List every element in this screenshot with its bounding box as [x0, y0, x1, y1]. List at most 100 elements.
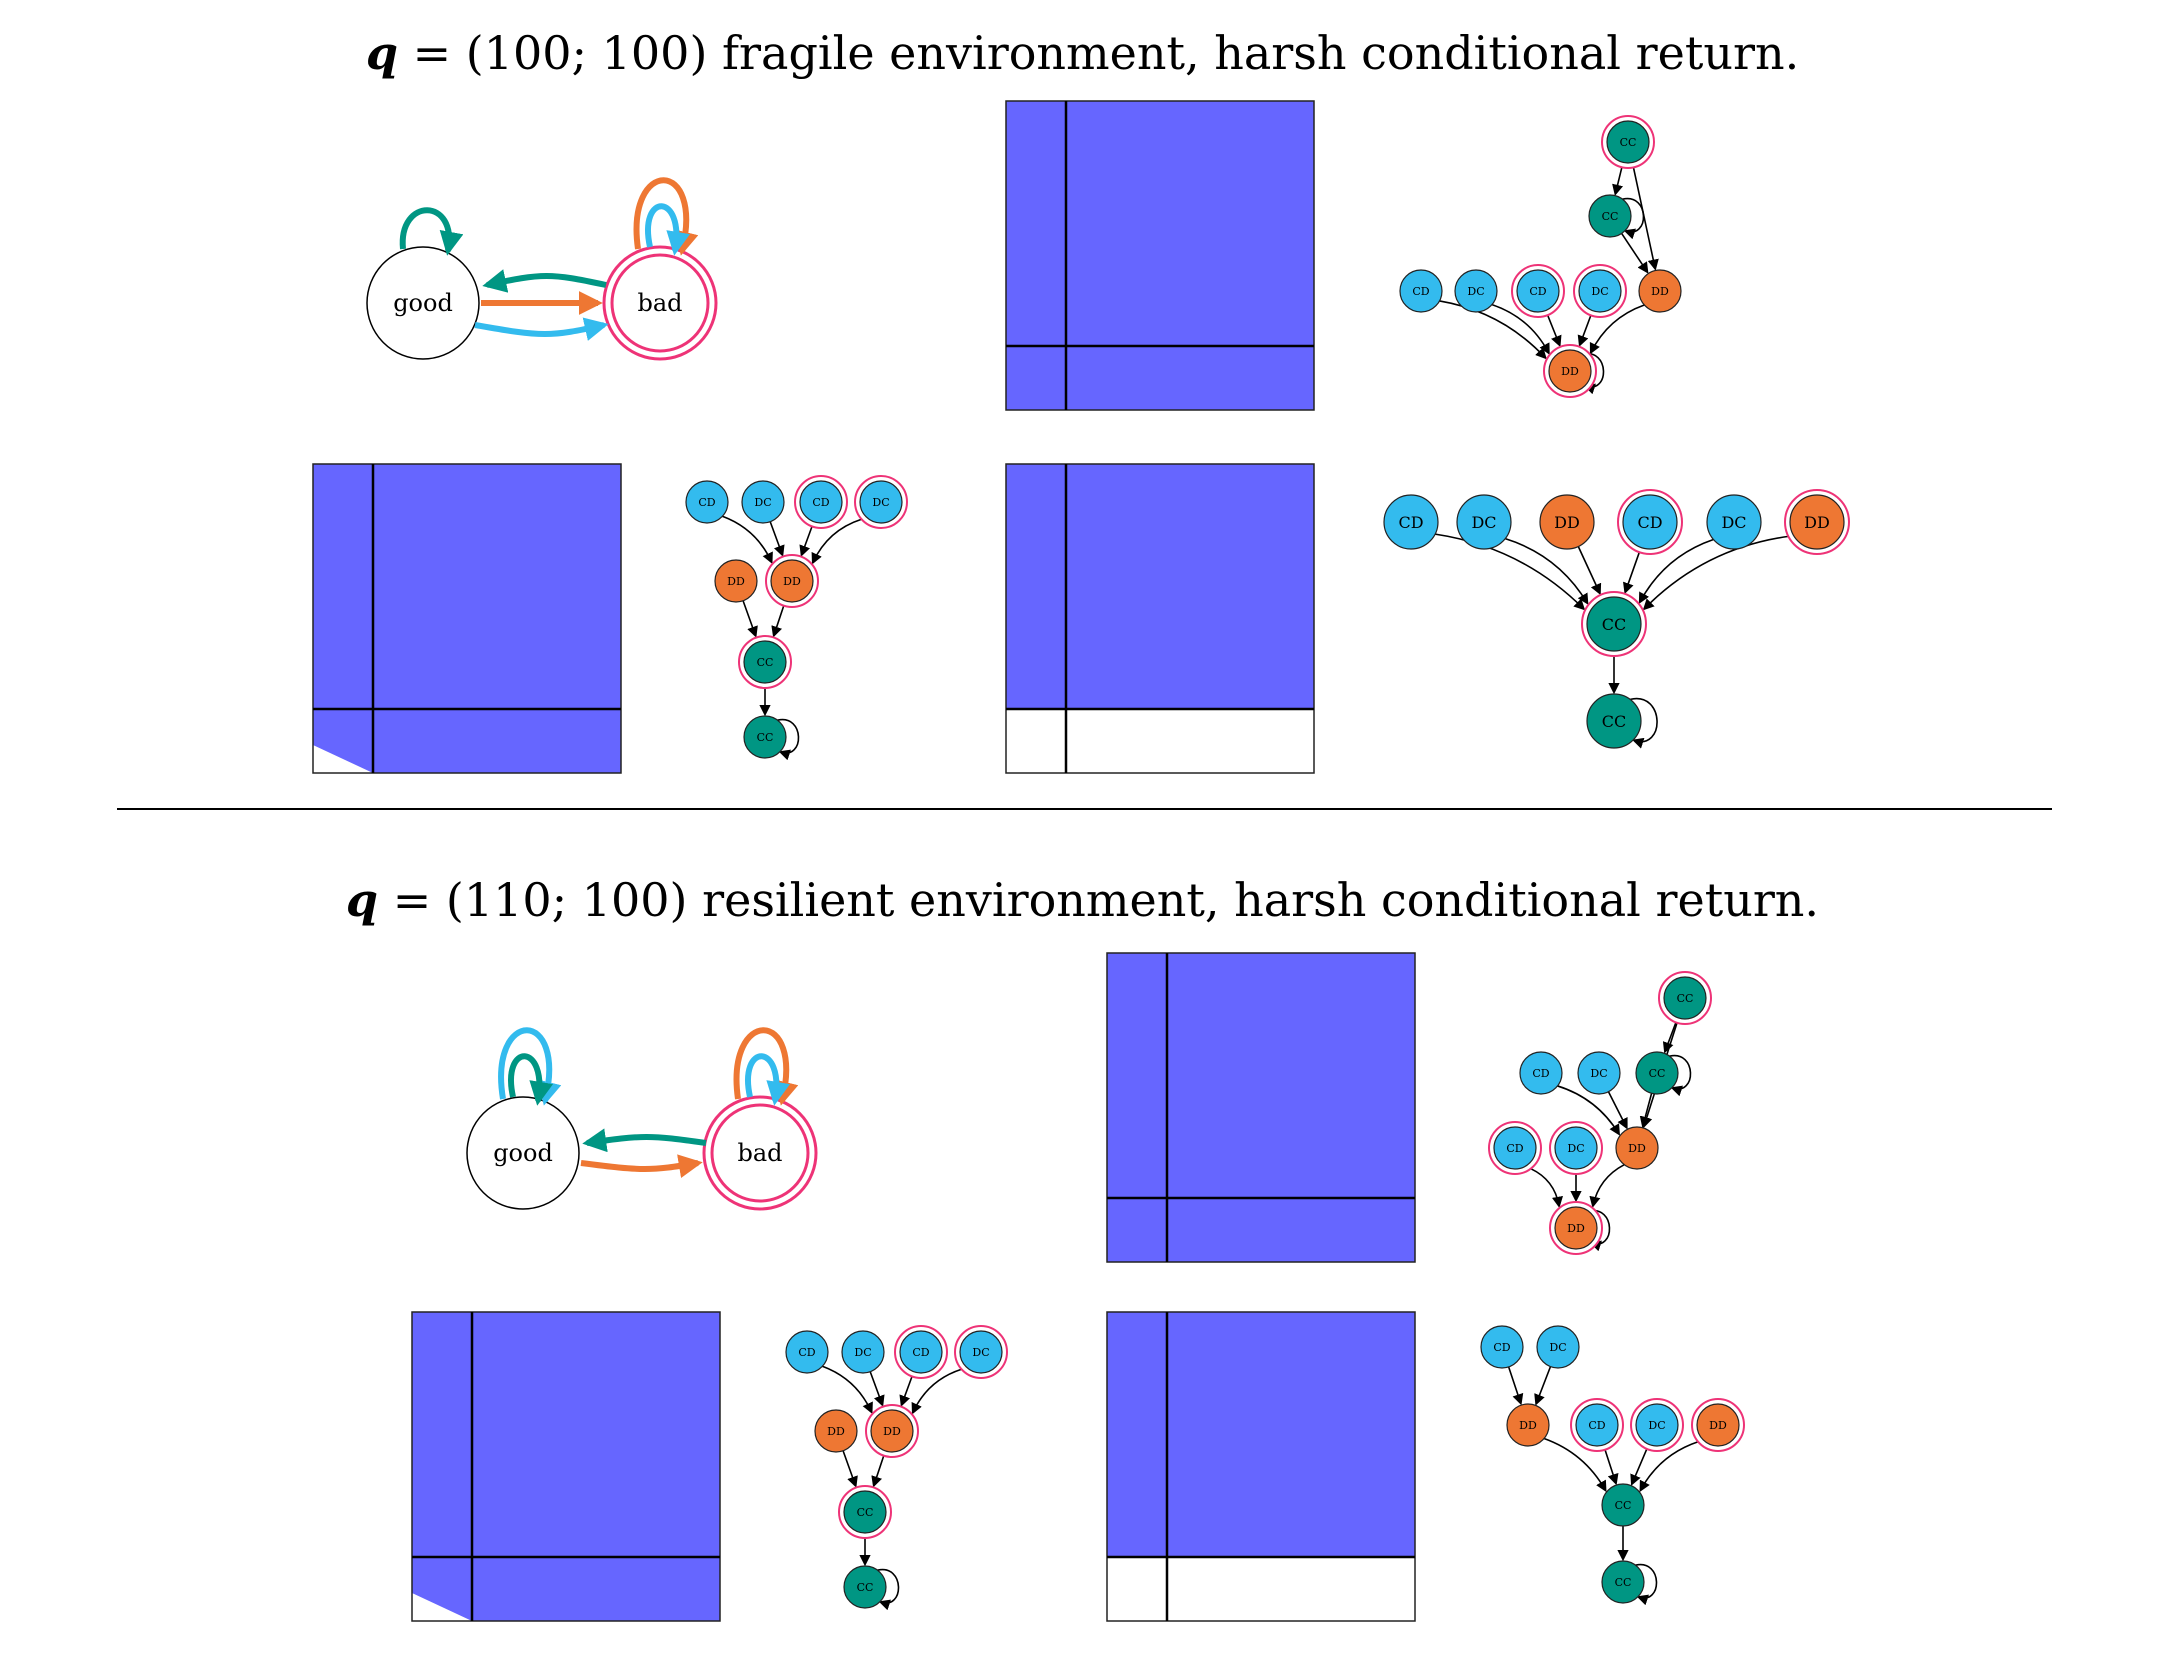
- strategy-node-label: DC: [1567, 1142, 1584, 1155]
- strategy-node-circle: [870, 1409, 914, 1453]
- strategy-node-circle: [1554, 1126, 1598, 1170]
- strategy-node: DD: [1539, 494, 1595, 550]
- transition-edge: [1612, 167, 1623, 196]
- transition-edge: [1662, 1022, 1677, 1054]
- strategy-node-label: DC: [1467, 285, 1484, 298]
- strategy-node: DC: [1706, 494, 1762, 550]
- strategy-node: CC: [743, 715, 787, 759]
- transition-edge: [1639, 1440, 1699, 1493]
- strategy-node: DD: [814, 1409, 858, 1453]
- strategy-node: DC: [1536, 1325, 1580, 1369]
- strategy-node-label: DC: [854, 1346, 871, 1359]
- state-good-label: good: [393, 289, 453, 317]
- strategy-node-circle: [1399, 269, 1443, 313]
- transition-edge: [742, 600, 758, 638]
- strategy-node-label: CD: [1637, 513, 1662, 532]
- strategy-node-label: DC: [1648, 1419, 1665, 1432]
- square-border: [1106, 952, 1416, 1263]
- strategy-node-label: CC: [1602, 712, 1626, 731]
- strategy-node-circle: [1635, 1051, 1679, 1095]
- policy-square-1a: [1005, 100, 1315, 411]
- strategy-node-circle: [843, 1565, 887, 1609]
- strategy-node-circle: [1578, 269, 1622, 313]
- strategy-node: CC: [1601, 1483, 1645, 1527]
- square-border: [1106, 1311, 1416, 1622]
- strategy-node: CD: [785, 1330, 829, 1374]
- strategy-node: CC: [738, 635, 792, 689]
- transition-edge: [1604, 1449, 1619, 1486]
- transition-edge: [1638, 538, 1714, 604]
- title-vector-symbol: q: [365, 26, 398, 80]
- strategy-node-circle: [1383, 494, 1439, 550]
- cooperation-region: [1006, 101, 1314, 410]
- strategy-node-label: DC: [1549, 1341, 1566, 1354]
- strategy-node: CC: [1586, 693, 1642, 749]
- strategy-node-circle: [1586, 693, 1642, 749]
- bad-to-good-teal: [482, 269, 607, 293]
- self-loop-edge: [1635, 1563, 1658, 1606]
- strategy-node-label: DD: [1567, 1222, 1585, 1235]
- strategy-node: DC: [1630, 1398, 1684, 1452]
- transition-edge: [822, 1365, 873, 1414]
- strategy-node-circle: [814, 1409, 858, 1453]
- transition-edge: [1491, 303, 1550, 355]
- strategy-node: CC: [1601, 115, 1655, 169]
- strategy-node: DD: [765, 554, 819, 608]
- strategy-node-label: CD: [698, 496, 715, 509]
- bad-self-loop-sky: [645, 203, 691, 256]
- strategy-node-label: CC: [1615, 1499, 1632, 1512]
- strategy-node: DC: [1454, 269, 1498, 313]
- transition-edge: [1543, 1437, 1607, 1493]
- strategy-node-label: CD: [1506, 1142, 1523, 1155]
- strategy-node-circle: [1575, 1403, 1619, 1447]
- strategy-node-label: CD: [1529, 285, 1546, 298]
- strategy-node: DD: [865, 1404, 919, 1458]
- transition-edge: [1507, 1366, 1524, 1406]
- strategy-node: DC: [1573, 264, 1627, 318]
- self-loop-edge: [1669, 1054, 1692, 1097]
- transition-edge: [1577, 315, 1592, 347]
- self-loop-edge: [1630, 697, 1658, 749]
- policy-square-1b: [312, 463, 622, 774]
- cooperation-region: [313, 464, 621, 773]
- strategy-node-circle: [1454, 269, 1498, 313]
- strategy-node-circle: [899, 1330, 943, 1374]
- transition-edge: [811, 518, 862, 565]
- square-border: [1005, 463, 1315, 774]
- strategy-node: CC: [838, 1485, 892, 1539]
- strategy-node: CD: [685, 480, 729, 524]
- strategy-node-label: DC: [872, 496, 889, 509]
- strategy-node-circle: [1539, 494, 1595, 550]
- state-bad-inner-ring: [710, 1103, 810, 1203]
- strategy-node: CC: [1635, 1051, 1679, 1095]
- strategy-node-label: DC: [1721, 513, 1746, 532]
- strategy-node-circle: [785, 1330, 829, 1374]
- strategy-node-label: CC: [1649, 1067, 1666, 1080]
- strategy-node-circle: [1706, 494, 1762, 550]
- strategy-node-label: CD: [1588, 1419, 1605, 1432]
- transition-edge: [1557, 1085, 1621, 1136]
- transition-edge: [1632, 167, 1659, 271]
- strategy-node-label: DD: [883, 1425, 901, 1438]
- strategy-node: DC: [1549, 1121, 1603, 1175]
- strategy-node: CC: [1588, 194, 1632, 238]
- transition-edge: [1534, 1366, 1552, 1406]
- transition-edge: [1623, 551, 1641, 595]
- strategy-node-label: DD: [1651, 285, 1669, 298]
- strategy-node-label: DD: [1804, 513, 1830, 532]
- cooperation-region: [1107, 1312, 1415, 1558]
- strategy-node: DD: [1543, 344, 1597, 398]
- bad-self-loop-orange: [633, 177, 699, 256]
- strategy-node-circle: [770, 559, 814, 603]
- strategy-node-label: DC: [1471, 513, 1496, 532]
- transition-edge: [771, 605, 785, 638]
- strategy-node: DC: [854, 475, 908, 529]
- transition-edge: [1435, 533, 1586, 611]
- strategy-node-circle: [714, 559, 758, 603]
- strategy-node-label: CD: [1532, 1067, 1549, 1080]
- strategy-node: CD: [1488, 1121, 1542, 1175]
- section-divider: [117, 808, 2052, 810]
